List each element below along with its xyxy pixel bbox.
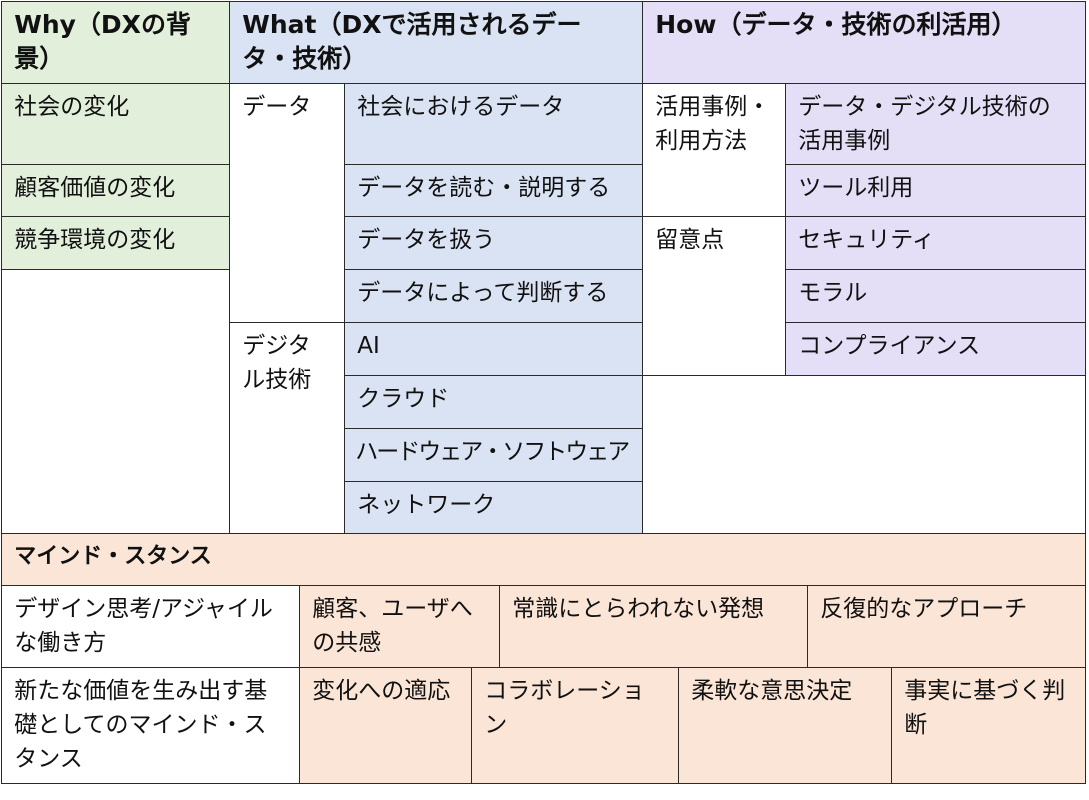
what-item: データを読む・説明する	[344, 164, 644, 218]
how-item: セキュリティ	[785, 216, 1087, 271]
how-item: モラル	[785, 269, 1087, 324]
what-item: ハードウェア・ソフトウェア	[344, 428, 644, 483]
mind-item: 常識にとらわれない発想	[499, 585, 809, 669]
how-item: データ・デジタル技術の活用事例	[785, 83, 1087, 166]
mind-item: 事実に基づく判断	[891, 667, 1087, 785]
what-item: データを扱う	[344, 216, 644, 271]
what-item: 社会におけるデータ	[344, 83, 644, 166]
what-item: AI	[344, 322, 644, 377]
mind-row-label: 新たな価値を生み出す基礎としてのマインド・スタンス	[1, 667, 301, 785]
mind-item: 変化への適応	[299, 667, 473, 785]
why-item: 社会の変化	[1, 83, 231, 166]
how-group-cautions: 留意点	[642, 216, 787, 377]
why-item: 顧客価値の変化	[1, 164, 231, 218]
why-header: Why（DXの背景）	[1, 1, 231, 85]
why-blank-cell	[1, 269, 231, 535]
what-group-digital: デジタル技術	[229, 322, 346, 535]
mind-item: コラボレーション	[471, 667, 680, 785]
mind-item: 柔軟な意思決定	[678, 667, 893, 785]
why-item: 競争環境の変化	[1, 216, 231, 271]
what-group-data: データ	[229, 83, 346, 324]
what-item: クラウド	[344, 375, 644, 430]
how-blank-cell	[642, 375, 1087, 535]
what-item: データによって判断する	[344, 269, 644, 324]
mind-row-label: デザイン思考/アジャイルな働き方	[1, 585, 301, 669]
how-group-usage: 活用事例・利用方法	[642, 83, 787, 218]
how-item: コンプライアンス	[785, 322, 1087, 377]
how-header: How（データ・技術の利活用）	[642, 1, 1087, 85]
what-header: What（DXで活用されるデータ・技術）	[229, 1, 644, 85]
what-item: ネットワーク	[344, 481, 644, 535]
how-item: ツール利用	[785, 164, 1087, 218]
mind-item: 反復的なアプローチ	[807, 585, 1087, 669]
mind-item: 顧客、ユーザへの共感	[299, 585, 501, 669]
mind-header: マインド・スタンス	[1, 533, 1087, 587]
